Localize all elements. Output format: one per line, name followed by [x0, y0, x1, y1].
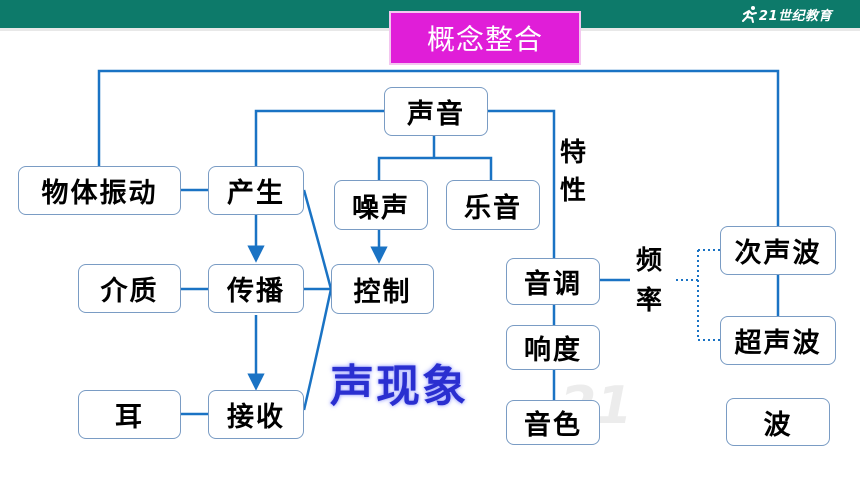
node-pitch: 音调 — [506, 258, 600, 305]
node-vibration: 物体振动 — [18, 166, 181, 215]
node-medium: 介质 — [78, 264, 181, 313]
overlay-title: 声现象 — [330, 361, 468, 412]
node-control: 控制 — [331, 264, 434, 314]
logo-text: 21世纪教育 — [758, 8, 832, 24]
node-produce: 产生 — [208, 166, 304, 215]
node-timbre: 音色 — [506, 400, 600, 445]
line-top-loop — [97, 69, 780, 226]
node-music: 乐音 — [446, 180, 540, 230]
node-sound: 声音 — [384, 87, 488, 136]
node-wave: 波 — [726, 398, 830, 446]
label-characteristics-2: 性 — [560, 176, 587, 206]
label-frequency-1: 频 — [636, 246, 663, 276]
node-loudness: 响度 — [506, 325, 600, 370]
title-box: 概念整合 — [389, 11, 581, 65]
node-infrasound: 次声波 — [720, 226, 836, 275]
node-ultrasound: 超声波 — [720, 316, 836, 365]
node-receive: 接收 — [208, 390, 304, 439]
line-bracket-control — [302, 189, 333, 411]
brand-logo: 21世纪教育 — [741, 4, 832, 24]
node-ear: 耳 — [78, 390, 181, 439]
dotted-frequency-waves — [676, 249, 720, 341]
line-sound-noise-music — [377, 136, 493, 180]
line-sound-produce — [254, 109, 384, 166]
node-noise: 噪声 — [334, 180, 428, 230]
runner-icon — [741, 6, 757, 23]
label-characteristics-1: 特 — [560, 138, 587, 168]
label-frequency-2: 率 — [636, 286, 663, 316]
node-propagate: 传播 — [208, 264, 304, 313]
line-sound-pitch — [488, 109, 556, 258]
